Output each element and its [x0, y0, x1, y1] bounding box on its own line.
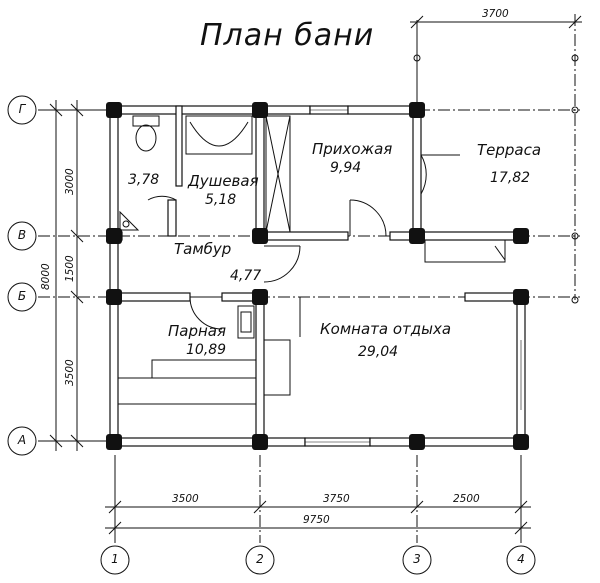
dim-left-2: 1500: [64, 255, 76, 282]
axis-circle-2: [245, 545, 275, 575]
wall-left: [109, 105, 119, 447]
door-shower: [147, 195, 177, 201]
axis-label-g: Г: [18, 102, 26, 116]
dim-bottom-3: 2500: [453, 493, 480, 505]
axis-circle-1: [100, 545, 130, 575]
axis-circle-a: [7, 426, 37, 456]
dim-left-total: 8000: [40, 263, 52, 290]
room-terrace-area: 17,82: [490, 170, 531, 186]
room-hall-name: Прихожая: [312, 140, 393, 158]
room-terrace-name: Терраса: [477, 141, 542, 159]
axis-circle-4: [506, 545, 536, 575]
room-vestibule-area: 4,77: [230, 268, 262, 284]
wall-bottom: [109, 437, 306, 447]
wall-top: [109, 105, 311, 115]
axis-label-4: 4: [517, 552, 525, 566]
wall-col2: [255, 105, 265, 237]
room-steam-name: Парная: [168, 322, 227, 340]
axis-label-3: 3: [413, 552, 421, 566]
dim-left-1: 3000: [64, 168, 76, 195]
axis-label-a: А: [17, 433, 27, 447]
room-hall-area: 9,94: [330, 160, 362, 176]
wall-v-3: [412, 105, 422, 237]
axis-label-v: В: [17, 228, 27, 242]
axis-label-2: 2: [256, 552, 264, 566]
dim-bottom-total: 9750: [303, 514, 330, 526]
axis-circle-3: [402, 545, 432, 575]
plan-title: План бани: [200, 18, 375, 53]
room-vestibule-name: Тамбур: [174, 240, 232, 258]
axis-label-1: 1: [111, 552, 119, 566]
room-rest-name: Комната отдыха: [320, 320, 452, 338]
axis-circle-b: [7, 282, 37, 312]
axis-circle-g: [7, 95, 37, 125]
room-shower-area: 5,18: [205, 192, 237, 208]
room-toilet-area: 3,78: [128, 172, 160, 188]
room-rest-area: 29,04: [358, 344, 399, 360]
dim-left-3: 3500: [64, 359, 76, 386]
room-steam-area: 10,89: [186, 342, 227, 358]
axis-circle-v: [7, 221, 37, 251]
dim-terrace-top: 3700: [482, 8, 509, 20]
room-shower-name: Душевая: [188, 172, 259, 190]
axis-label-b: Б: [17, 289, 27, 303]
dim-bottom-1: 3500: [172, 493, 199, 505]
dim-bottom-2: 3750: [323, 493, 350, 505]
